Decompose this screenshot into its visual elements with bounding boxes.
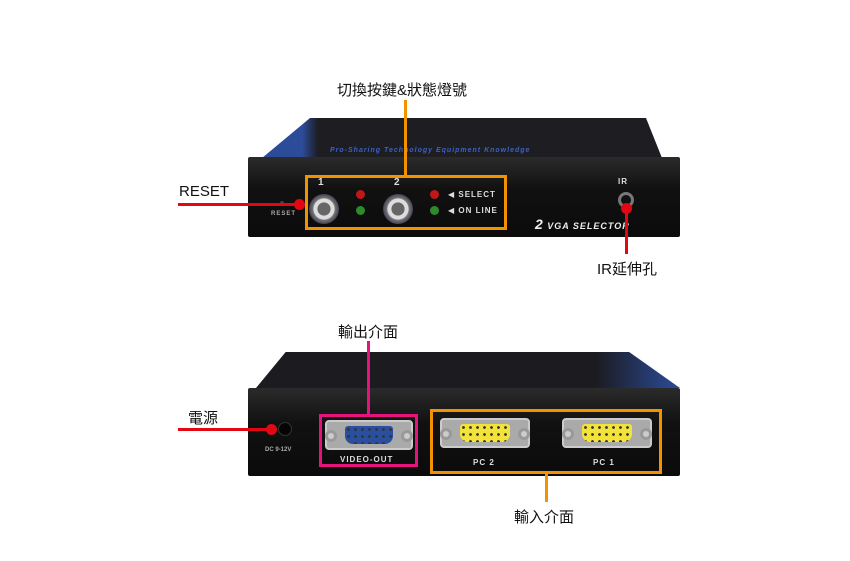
output-highlight [319,414,418,467]
select-led-2 [430,190,439,199]
video-out-label: VIDEO-OUT [340,455,394,464]
pc2-label: PC 2 [473,458,495,467]
device-top [262,118,662,158]
buttons-leds-highlight [305,175,507,230]
reset-port-label: RESET [271,211,297,217]
ir-annotation: IR延伸孔 [597,261,658,278]
input-leader [545,473,548,502]
online-label: ◀ ON LINE [448,206,498,215]
device-top [256,352,680,388]
buttons-leds-leader [404,100,407,176]
input-annotation: 輸入介面 [514,509,575,526]
select-button-1[interactable] [309,194,339,224]
video-out-port [325,420,413,450]
select-button-2[interactable] [383,194,413,224]
power-jack [278,422,292,436]
online-led-2 [430,206,439,215]
online-led-1 [356,206,365,215]
power-label: DC 9-12V [265,447,292,453]
model-label: 2 VGA SELECTOR [535,216,630,234]
input-highlight [430,409,662,474]
select-label: ◀ SELECT [448,190,496,199]
power-annotation: 電源 [188,410,219,427]
ir-port-label: IR [618,177,628,186]
button-1-label: 1 [318,177,325,188]
model-name: VGA SELECTOR [547,221,630,231]
reset-annotation: RESET [179,183,230,200]
buttons-leds-annotation: 切換按鍵&狀態燈號 [337,82,468,99]
output-leader [367,341,370,415]
pc1-label: PC 1 [593,458,615,467]
reset-dot [294,199,305,210]
brand-slogan: Pro-Sharing Technology Equipment Knowled… [330,147,531,154]
pc1-port [562,418,652,448]
model-number: 2 [535,216,543,232]
select-led-1 [356,190,365,199]
power-dot [266,424,277,435]
output-annotation: 輸出介面 [338,324,399,341]
ir-leader [625,208,628,254]
reset-leader [178,203,298,206]
power-leader [178,428,270,431]
pc2-port [440,418,530,448]
button-2-label: 2 [394,177,401,188]
